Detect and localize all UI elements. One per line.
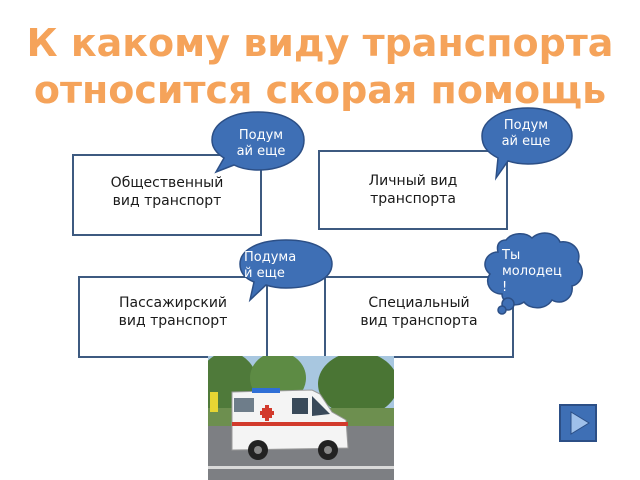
page-title: К какому виду транспорта относится скора… <box>26 21 614 112</box>
feedback-text: Подума й еще <box>244 250 297 281</box>
option-public-transport[interactable]: Общественный вид транспорт <box>72 154 262 236</box>
option-special-transport[interactable]: Специальный вид транспорта <box>324 276 514 358</box>
feedback-text: Ты молодец ! <box>502 248 562 295</box>
option-private-transport[interactable]: Личный вид транспорта <box>318 150 508 230</box>
play-triangle-icon <box>570 411 590 435</box>
speech-bubble-shape <box>481 107 573 181</box>
feedback-text: Подум ай еще <box>501 118 551 149</box>
ambulance-photo <box>208 356 394 480</box>
feedback-bubble-passenger: Подума й еще <box>238 238 334 303</box>
thought-cloud-shape <box>484 232 583 315</box>
feedback-bubble-private: Подум ай еще <box>478 106 574 181</box>
option-passenger-transport[interactable]: Пассажирский вид транспорт <box>78 276 268 358</box>
feedback-text: Подум ай еще <box>236 128 286 159</box>
feedback-bubble-public: Подум ай еще <box>210 108 306 174</box>
next-slide-button[interactable] <box>559 404 597 442</box>
feedback-bubble-special: Ты молодец ! <box>472 230 584 316</box>
speech-bubble-shape <box>211 111 305 174</box>
speech-bubble-shape <box>239 239 333 303</box>
